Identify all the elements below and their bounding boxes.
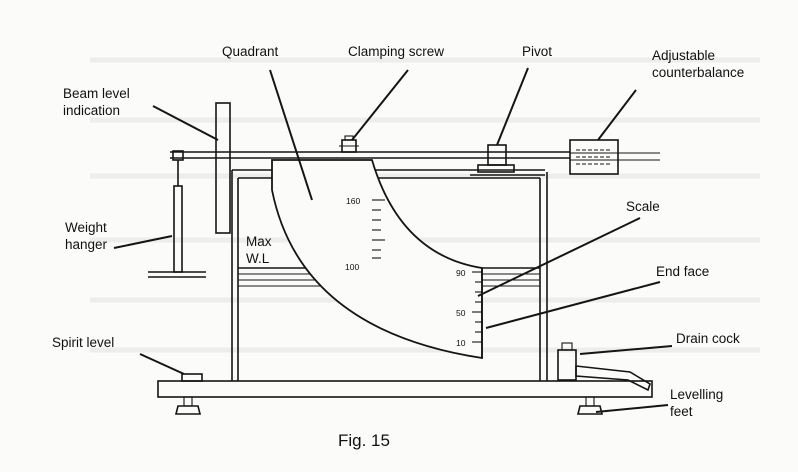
label-clamping-screw: Clamping screw — [348, 44, 444, 59]
label-levelling-feet-line-1: Levelling — [670, 387, 723, 402]
drain-cock — [557, 342, 651, 392]
quadrant — [271, 159, 483, 360]
label-max-wl-line-2: W.L — [246, 251, 270, 266]
label-levelling-feet-line-2: feet — [670, 404, 693, 419]
label-beam-level-line-2: indication — [63, 103, 120, 118]
levelling-feet — [174, 396, 604, 415]
scale-tick-10: 10 — [456, 338, 466, 348]
label-scale: Scale — [626, 199, 660, 214]
label-counterbalance-line-2: counterbalance — [652, 65, 744, 80]
label-pivot: Pivot — [522, 44, 552, 59]
scale-tick-100: 100 — [345, 262, 359, 272]
scale-tick-90: 90 — [456, 268, 466, 278]
upper-scale — [372, 199, 385, 259]
label-weight-hanger-line-2: hanger — [65, 237, 108, 252]
scale-tick-160: 160 — [346, 196, 360, 206]
spirit-level — [181, 373, 203, 382]
label-max-wl-line-1: Max — [246, 234, 272, 249]
label-weight-hanger-line-1: Weight — [65, 220, 107, 235]
label-counterbalance-line-1: Adjustable — [652, 48, 715, 63]
leader-lines — [113, 67, 673, 413]
counterbalance — [569, 139, 619, 175]
clamping-screw — [339, 135, 359, 153]
scale-tick-50: 50 — [456, 308, 466, 318]
label-spirit-level: Spirit level — [52, 335, 114, 350]
label-beam-level-line-1: Beam level — [63, 86, 130, 101]
figure-caption: Fig. 15 — [338, 431, 390, 450]
label-quadrant: Quadrant — [222, 44, 279, 59]
balance-beam — [170, 151, 660, 161]
beam-level-plate — [215, 102, 231, 234]
label-end-face: End face — [656, 264, 709, 279]
lower-scale — [472, 271, 482, 343]
label-drain-cock: Drain cock — [676, 331, 740, 346]
weight-hanger — [148, 150, 206, 278]
base-plate — [157, 380, 653, 398]
